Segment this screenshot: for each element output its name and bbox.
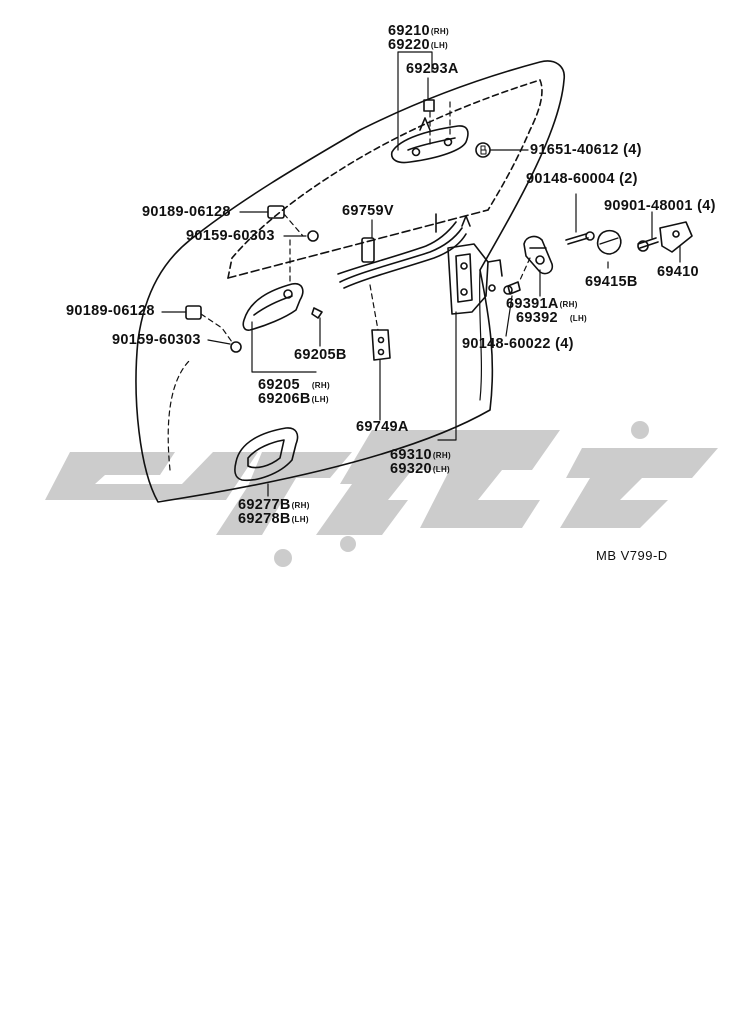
- label-69210: 69210(RH): [388, 23, 449, 39]
- diagram-code: MB V799-D: [596, 548, 668, 563]
- label-69205B: 69205B: [294, 347, 347, 363]
- label-91651-40612: 91651-40612 (4): [530, 142, 642, 158]
- label-69278B: 69278B(LH): [238, 511, 309, 527]
- label-69206B: 69206B(LH): [258, 391, 329, 407]
- label-69415B: 69415B: [585, 274, 638, 290]
- screw-90159-upper: [307, 230, 319, 242]
- watermark-stroke-5: [560, 448, 718, 528]
- screw-69205B: [311, 307, 323, 319]
- clip-90189-lower: [185, 305, 202, 320]
- label-90189-06128-lower: 90189-06128: [66, 303, 155, 319]
- watermark-logo: [45, 421, 718, 567]
- label-90189-06128-upper: 90189-06128: [142, 204, 231, 220]
- bolt-90901: [637, 237, 659, 249]
- label-69277B: 69277B(RH): [238, 497, 310, 513]
- watermark-stroke-1: [45, 452, 258, 500]
- label-90159-60303-lower: 90159-60303: [112, 332, 201, 348]
- clip-69293A: [423, 99, 435, 112]
- leader-lines: [161, 51, 681, 497]
- label-69205: 69205(RH): [258, 377, 330, 393]
- rod-clip-69749A: [371, 329, 391, 361]
- inner-contour-2: [478, 269, 483, 401]
- rod-clip-69759V: [361, 237, 375, 263]
- window-belt-line: [227, 209, 489, 279]
- watermark-stroke-4: [420, 430, 560, 528]
- handle-bezel: [234, 427, 299, 482]
- watermark-dot-3: [631, 421, 649, 439]
- watermark-dot-1: [274, 549, 292, 567]
- screw-90159-lower: [230, 341, 242, 353]
- screw-90148-60022: [507, 281, 521, 295]
- label-90159-60303-upper: 90159-60303: [186, 228, 275, 244]
- door-lock-assembly: [447, 243, 503, 315]
- door-outline: [135, 60, 565, 503]
- hole-cover-69415B: [596, 229, 622, 255]
- watermark-dot-2: [340, 536, 356, 552]
- label-90148-60004: 90148-60004 (2): [526, 171, 638, 187]
- label-69410: 69410: [657, 264, 699, 280]
- grommet-b-mark: [480, 145, 487, 155]
- label-69310: 69310(RH): [390, 447, 451, 463]
- lock-striker: [523, 235, 554, 275]
- screw-90148-60004: [565, 233, 589, 245]
- label-69320: 69320(LH): [390, 461, 451, 477]
- window-frame: [227, 79, 543, 279]
- door-check-69410: [659, 221, 693, 253]
- watermark-stroke-3: [316, 430, 472, 535]
- inside-handle-frame: [242, 282, 304, 331]
- label-69391A: 69391A(RH): [506, 296, 578, 312]
- label-90901-48001: 90901-48001 (4): [604, 198, 716, 214]
- lock-rods: [337, 213, 471, 289]
- label-69749A: 69749A: [356, 419, 409, 435]
- label-69293A: 69293A: [406, 61, 459, 77]
- label-69759V: 69759V: [342, 203, 394, 219]
- label-90148-60022: 90148-60022 (4): [462, 336, 574, 352]
- watermark-stroke-2: [216, 452, 352, 535]
- label-69220: 69220(LH): [388, 37, 449, 53]
- inner-contour: [167, 359, 191, 471]
- alignment-lines: [200, 101, 531, 343]
- label-69392: 69392(LH): [516, 310, 588, 326]
